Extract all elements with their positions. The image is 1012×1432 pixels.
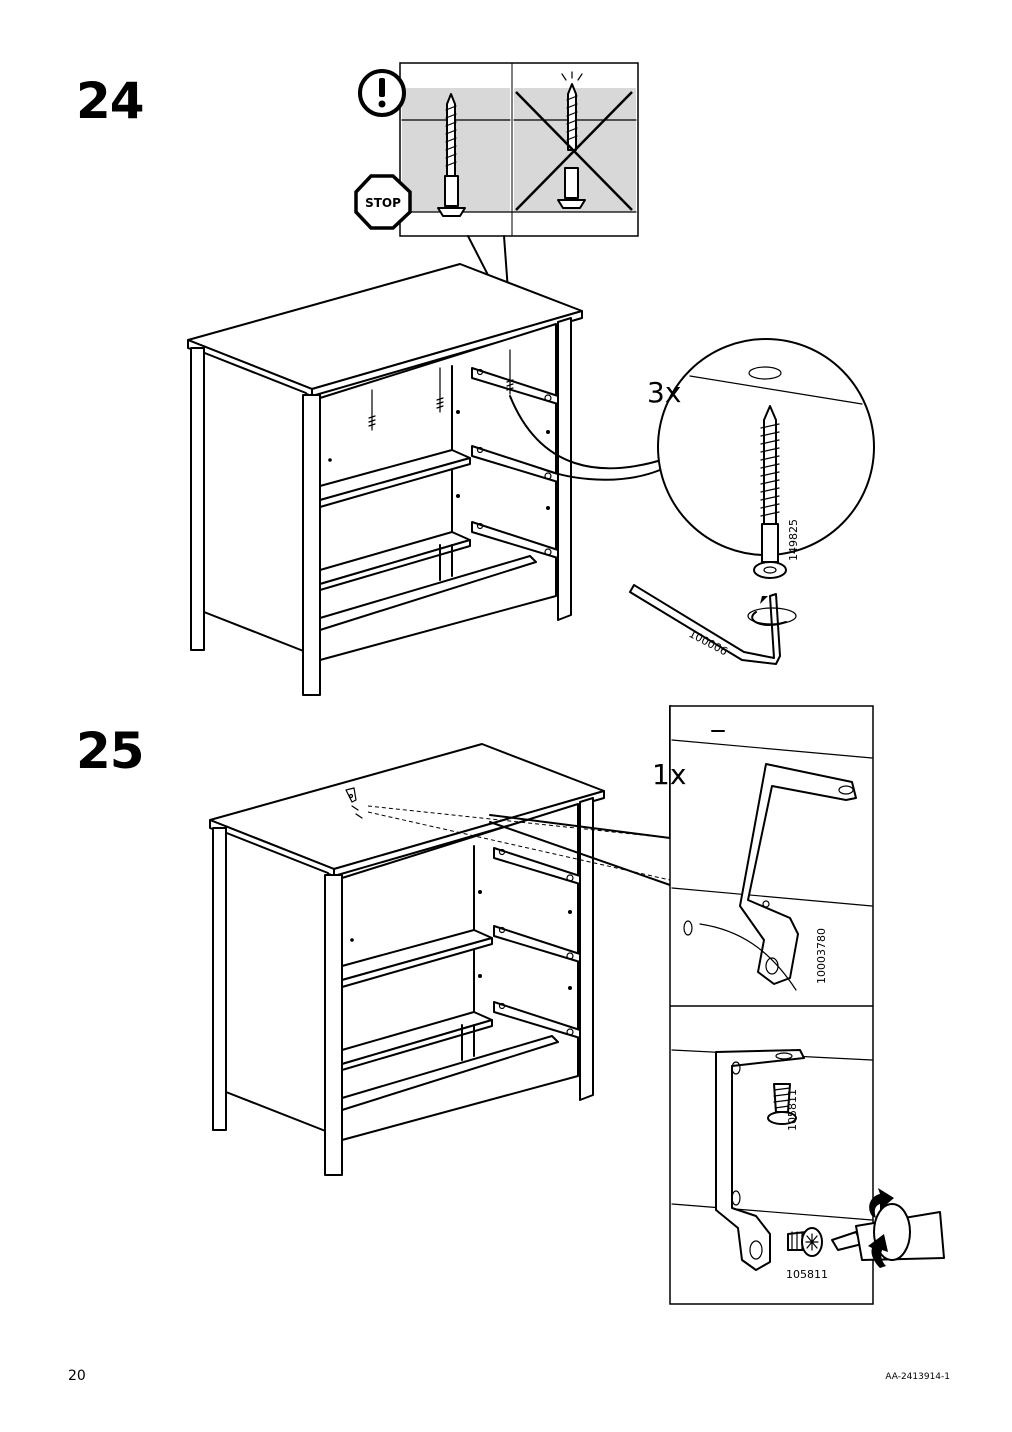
step-25-quantity: 1x [652,758,686,791]
screw-detail-zoom: 149825 3x [509,338,875,579]
stop-sign-icon: STOP [354,174,412,230]
bracket-detail-box: 1x 10003780 [652,705,874,1305]
dresser-step-25 [209,743,605,1176]
screw-part-105811-b: 105811 [786,1268,828,1281]
correct-screw-icon [437,93,466,217]
screw-part-105811-a: 105811 [786,1089,799,1131]
step-25-number: 25 [76,722,145,780]
step-24-number: 24 [76,72,145,130]
warning-callout [399,62,639,237]
screw-part-149825: 149825 [787,519,800,561]
dresser-step-24 [187,263,583,696]
document-code: AA-2413914-1 [885,1372,950,1382]
screws-under-top [368,349,514,431]
exclamation-circle-icon [358,69,406,117]
incorrect-screw-icon [515,71,633,211]
stop-label: STOP [365,196,401,210]
screw-install-detail: 105811 105811 [671,1049,873,1281]
hex-key-icon: 100006 [629,584,797,665]
bracket-part-10003780: 10003780 [815,928,828,984]
step-24-quantity: 3x [647,376,681,409]
page-number: 20 [68,1368,86,1384]
screwdriver-icon [831,1188,945,1268]
